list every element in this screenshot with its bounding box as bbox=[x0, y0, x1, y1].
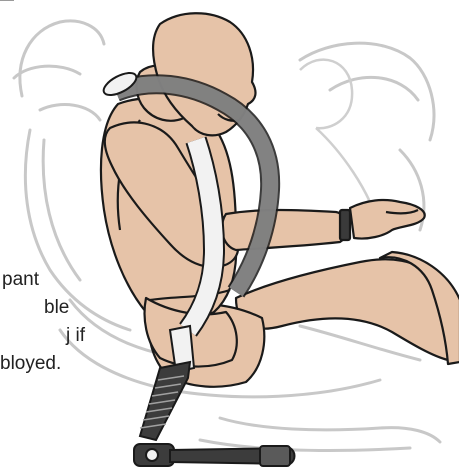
caption-line-3: j if bbox=[66, 322, 85, 350]
caption-line-2: ble bbox=[44, 294, 69, 322]
caption-line-1: pant bbox=[2, 266, 39, 294]
caption-line-4: bloyed. bbox=[0, 350, 61, 378]
